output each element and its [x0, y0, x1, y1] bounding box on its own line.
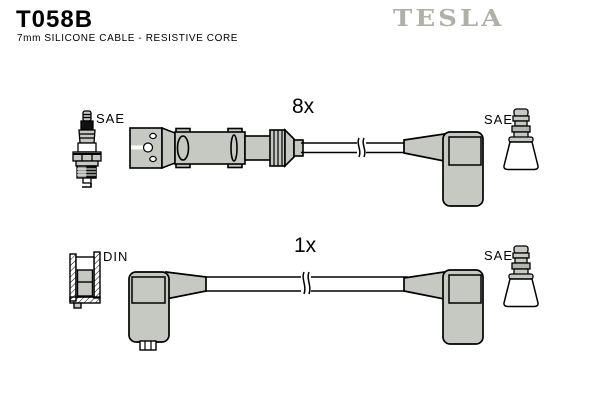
cable-line-row2 — [206, 271, 408, 295]
cable-break-icon — [302, 271, 306, 295]
count-label-row1: 8x — [292, 95, 315, 118]
subtitle: 7mm SILICONE CABLE - RESISTIVE CORE — [17, 33, 239, 44]
angled-boot-drawing-row2-left — [128, 271, 207, 351]
distributor-connector-drawing — [129, 126, 304, 170]
page-title: T058B — [16, 6, 94, 33]
tesla-logo: TESLA — [393, 6, 505, 33]
sae-terminal-icon-row1 — [503, 108, 539, 171]
keyway-slot — [131, 145, 146, 150]
din-label-row2-left: DIN — [103, 249, 129, 264]
cable-break-icon — [357, 137, 361, 158]
sae-terminal-icon-row2 — [503, 245, 539, 308]
count-label-row2: 1x — [294, 234, 317, 257]
din-terminal-icon — [69, 251, 101, 309]
sae-label-row1-right: SAE — [484, 112, 514, 127]
spark-plug-icon — [72, 110, 102, 188]
angled-boot-drawing-row1-right — [403, 131, 484, 207]
cable-line-row1 — [301, 137, 412, 158]
sae-label-row2-right: SAE — [484, 248, 514, 263]
angled-boot-drawing-row2-right — [403, 269, 484, 345]
sae-label-row1-left: SAE — [96, 111, 126, 126]
